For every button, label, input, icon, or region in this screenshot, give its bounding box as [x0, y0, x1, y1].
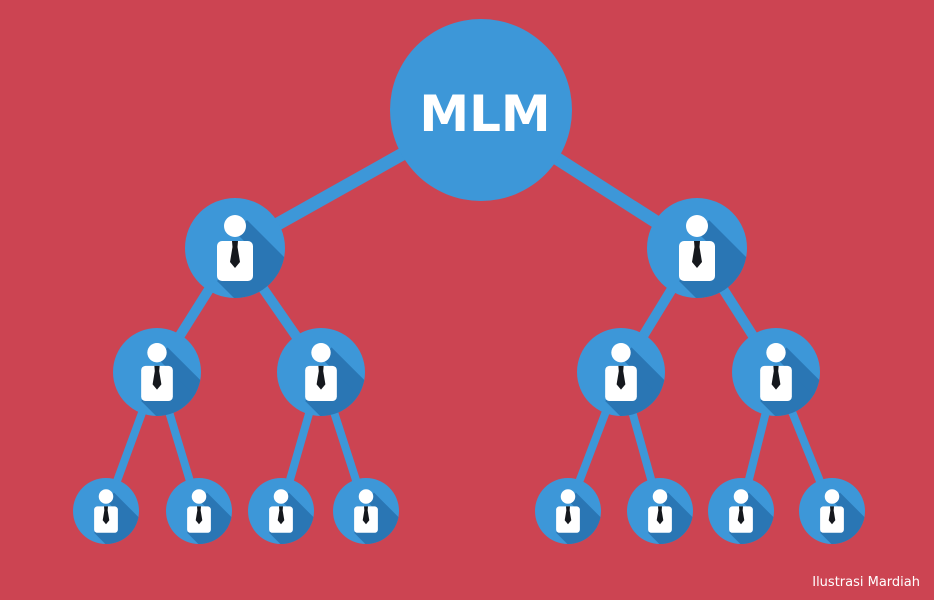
- nodes: [73, 198, 865, 544]
- root-label: MLM: [419, 85, 550, 143]
- illustration-credit: Ilustrasi Mardiah: [812, 575, 920, 590]
- root-circle: [390, 19, 572, 201]
- root-node: MLM: [390, 19, 572, 201]
